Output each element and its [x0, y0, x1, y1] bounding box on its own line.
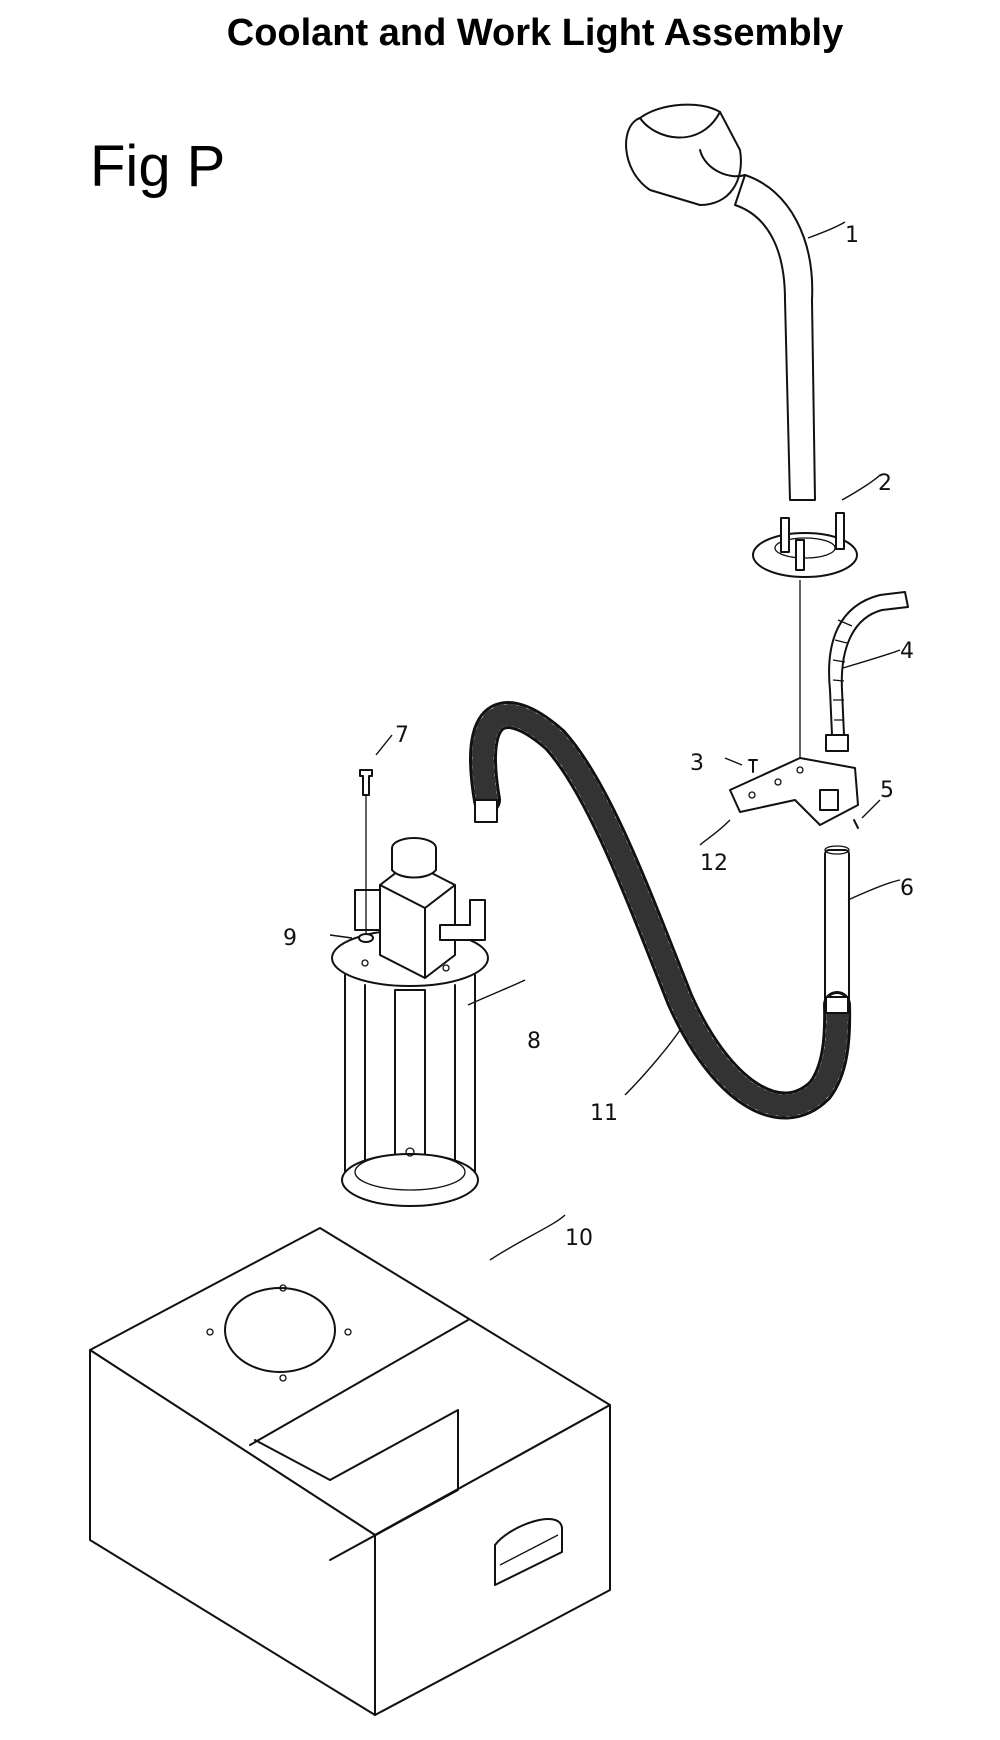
figure-label: Fig P: [90, 134, 226, 199]
callout-12: 12: [700, 851, 728, 876]
coolant-pump: [331, 837, 489, 1207]
callout-8: 8: [527, 1029, 541, 1054]
leader-lines: [329, 221, 901, 1261]
long-coolant-hose: [469, 701, 852, 1120]
coolant-nozzle-tube: [824, 845, 850, 1006]
coolant-tank: [89, 1227, 611, 1716]
callout-6: 6: [900, 876, 914, 901]
callout-labels: 1 2 3 4 5 6 7 8 9 10 11 12: [283, 223, 914, 1251]
callout-9: 9: [283, 926, 297, 951]
short-flex-hose: [825, 591, 909, 752]
work-light-lamp: [625, 103, 816, 501]
callout-10: 10: [565, 1226, 593, 1251]
callout-7: 7: [395, 723, 409, 748]
mounting-bracket: [729, 757, 859, 826]
callout-5: 5: [880, 778, 894, 803]
bracket-screw: [748, 759, 758, 773]
callout-1: 1: [845, 223, 859, 248]
pump-mounting-screw: [359, 769, 373, 935]
callout-4: 4: [900, 639, 914, 664]
lamp-base-with-screws: [752, 512, 858, 760]
callout-2: 2: [878, 471, 892, 496]
callout-11: 11: [590, 1101, 618, 1126]
washer: [358, 933, 374, 943]
diagram-title: Coolant and Work Light Assembly: [226, 12, 844, 54]
set-screw: [853, 819, 859, 829]
callout-3: 3: [690, 751, 704, 776]
